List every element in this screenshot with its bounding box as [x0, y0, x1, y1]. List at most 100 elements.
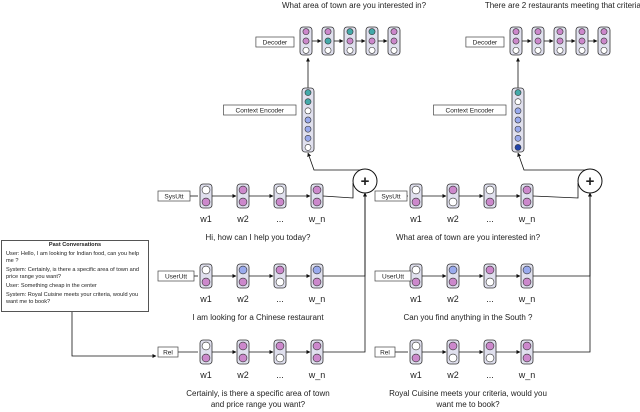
token-label: ... — [486, 294, 494, 304]
decoder-cell — [321, 26, 335, 56]
rnn-cell — [273, 183, 287, 209]
hidden-unit — [324, 37, 332, 45]
hidden-unit — [238, 353, 248, 363]
hidden-unit — [324, 28, 332, 36]
token-label: w1 — [409, 214, 422, 224]
sum-symbol: + — [586, 173, 595, 190]
decoder-cell — [509, 26, 523, 56]
hidden-unit — [514, 144, 522, 151]
past-conversation-line: System: Certainly, is there a specific a… — [6, 267, 139, 280]
hidden-unit — [312, 341, 322, 351]
row-tag-sysutt: SysUtt — [381, 193, 400, 200]
hidden-unit — [514, 134, 522, 142]
token-label: w_n — [518, 294, 536, 304]
hidden-unit — [534, 37, 542, 45]
hidden-unit — [448, 185, 458, 195]
hidden-unit — [522, 265, 532, 275]
row-tag-rel: Rel — [380, 349, 390, 356]
hidden-unit — [556, 37, 564, 45]
sum-to-encoder-line — [307, 152, 366, 171]
hidden-unit — [514, 116, 522, 124]
hidden-unit — [201, 197, 211, 207]
rnn-cell — [236, 183, 250, 209]
token-label: w_n — [308, 214, 326, 224]
decoder-label: Decoder — [263, 39, 288, 46]
hidden-unit — [302, 28, 310, 36]
to-sum-line — [532, 183, 579, 199]
utterance-caption: Royal Cuisine meets your criteria, would… — [389, 389, 547, 398]
rnn-cell — [199, 263, 213, 289]
hidden-unit — [411, 353, 421, 363]
token-label: ... — [486, 214, 494, 224]
decoder-cell — [299, 26, 313, 56]
decoder-output-text: What area of town are you interested in? — [282, 1, 427, 10]
rnn-cell — [483, 339, 497, 365]
to-sum-line — [322, 183, 354, 199]
hidden-unit — [346, 37, 354, 45]
hidden-unit — [304, 125, 312, 133]
hidden-unit — [304, 134, 312, 142]
rnn-cell — [273, 339, 287, 365]
hidden-unit — [302, 37, 310, 45]
hidden-unit — [522, 277, 532, 287]
context-encoder-label-frame — [223, 104, 297, 116]
hidden-unit — [201, 353, 211, 363]
rnn-cell — [446, 263, 460, 289]
hidden-unit — [534, 28, 542, 36]
hidden-unit — [201, 277, 211, 287]
sum-node: + — [352, 168, 378, 194]
rnn-cell — [409, 263, 423, 289]
hidden-unit — [485, 341, 495, 351]
hidden-unit — [578, 28, 586, 36]
token-label: w2 — [446, 370, 459, 380]
rnn-cell — [310, 183, 324, 209]
hidden-unit — [201, 265, 211, 275]
rnn-cell — [236, 263, 250, 289]
token-label: w2 — [446, 214, 459, 224]
decoder-output-text: There are 2 restaurants meeting that cri… — [485, 1, 640, 10]
hidden-unit — [312, 185, 322, 195]
row-tag-userutt-frame — [374, 270, 412, 282]
hidden-unit — [411, 277, 421, 287]
hidden-unit — [556, 46, 564, 54]
hidden-unit — [324, 46, 332, 54]
hidden-unit — [312, 353, 322, 363]
token-label: w_n — [308, 370, 326, 380]
context-encoder-label-frame — [433, 104, 507, 116]
hidden-unit — [302, 46, 310, 54]
hidden-unit — [485, 265, 495, 275]
hidden-unit — [514, 107, 522, 115]
decoder-label-frame — [465, 36, 505, 48]
hidden-unit — [448, 265, 458, 275]
context-encoder-label: Context Encoder — [446, 107, 495, 114]
hidden-unit — [304, 144, 312, 151]
rnn-cell — [483, 263, 497, 289]
hidden-unit — [238, 277, 248, 287]
past-conversation-line: System: Royal Cuisine meets your criteri… — [6, 292, 139, 305]
decoder-cell — [531, 26, 545, 56]
rnn-cell — [520, 183, 534, 209]
hidden-unit — [238, 185, 248, 195]
hidden-unit — [312, 265, 322, 275]
decoder-label-frame — [255, 36, 295, 48]
hidden-unit — [522, 353, 532, 363]
hidden-unit — [448, 197, 458, 207]
sum-to-encoder-line — [517, 152, 591, 171]
past-conversations-title: Past Conversations — [48, 242, 102, 248]
context-encoder-cell — [511, 87, 525, 153]
token-label: w1 — [409, 370, 422, 380]
decoder-cell — [365, 26, 379, 56]
hidden-unit — [600, 46, 608, 54]
hidden-unit — [390, 28, 398, 36]
hidden-unit — [514, 89, 522, 96]
hidden-unit — [578, 37, 586, 45]
hidden-unit — [522, 185, 532, 195]
hidden-unit — [346, 28, 354, 36]
past-conversation-line: User: Something cheap in the center — [6, 283, 97, 289]
hidden-unit — [201, 341, 211, 351]
token-label: w1 — [199, 370, 212, 380]
hidden-unit — [238, 265, 248, 275]
token-label: ... — [486, 370, 494, 380]
